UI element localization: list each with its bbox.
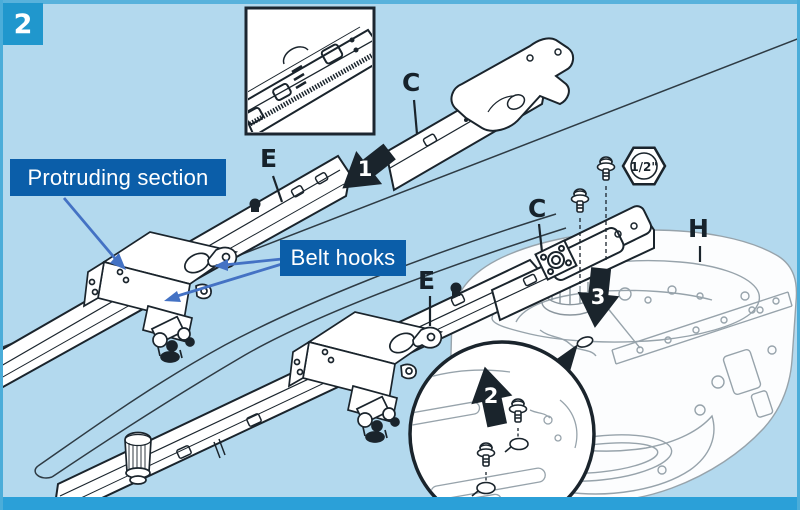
frame-border-right	[797, 0, 800, 510]
part-label-rail-e-lower: E	[418, 266, 436, 295]
mounting-bolts	[570, 156, 616, 284]
inset-detail-box	[244, 6, 376, 136]
frame-border-top	[0, 0, 800, 4]
mounting-bracket-bar	[605, 291, 793, 365]
leader-lines	[271, 99, 702, 326]
step-2-number: 2	[483, 384, 499, 408]
inset-chevron-marks	[291, 64, 307, 90]
step-3-number: 3	[590, 285, 606, 309]
upper-rail-c	[384, 37, 574, 192]
part-label-rail-c-lower: C	[528, 194, 547, 223]
belt-hooks-label: Belt hooks	[280, 240, 406, 276]
part-label-motor-head: H	[688, 214, 709, 243]
upper-trolley-belt-hooks	[83, 231, 238, 363]
callout-pointer-arrows	[62, 197, 283, 302]
nut-size-label: 1/2"	[630, 160, 658, 174]
frame-border-left	[0, 0, 3, 510]
half-inch-nut	[621, 146, 667, 186]
frame-border-bottom	[0, 497, 800, 510]
step-badge: 2	[3, 3, 43, 45]
part-label-rail-e-upper: E	[260, 144, 278, 173]
magnifier-circle	[408, 340, 596, 510]
part-label-rail-c-upper: C	[402, 68, 421, 97]
release-handle	[124, 431, 152, 485]
step-1-number: 1	[357, 157, 373, 181]
protruding-section-label: Protruding section	[10, 159, 226, 196]
